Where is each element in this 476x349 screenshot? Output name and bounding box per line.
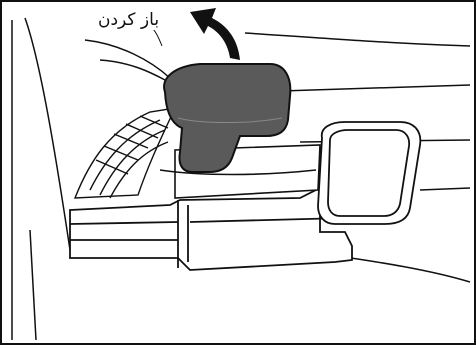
curved-arrow-up-icon bbox=[190, 8, 240, 60]
thumb-pad bbox=[318, 122, 420, 224]
callout-label: باز کردن bbox=[96, 10, 161, 30]
shift-boot bbox=[75, 108, 175, 198]
lever-body bbox=[70, 188, 352, 270]
